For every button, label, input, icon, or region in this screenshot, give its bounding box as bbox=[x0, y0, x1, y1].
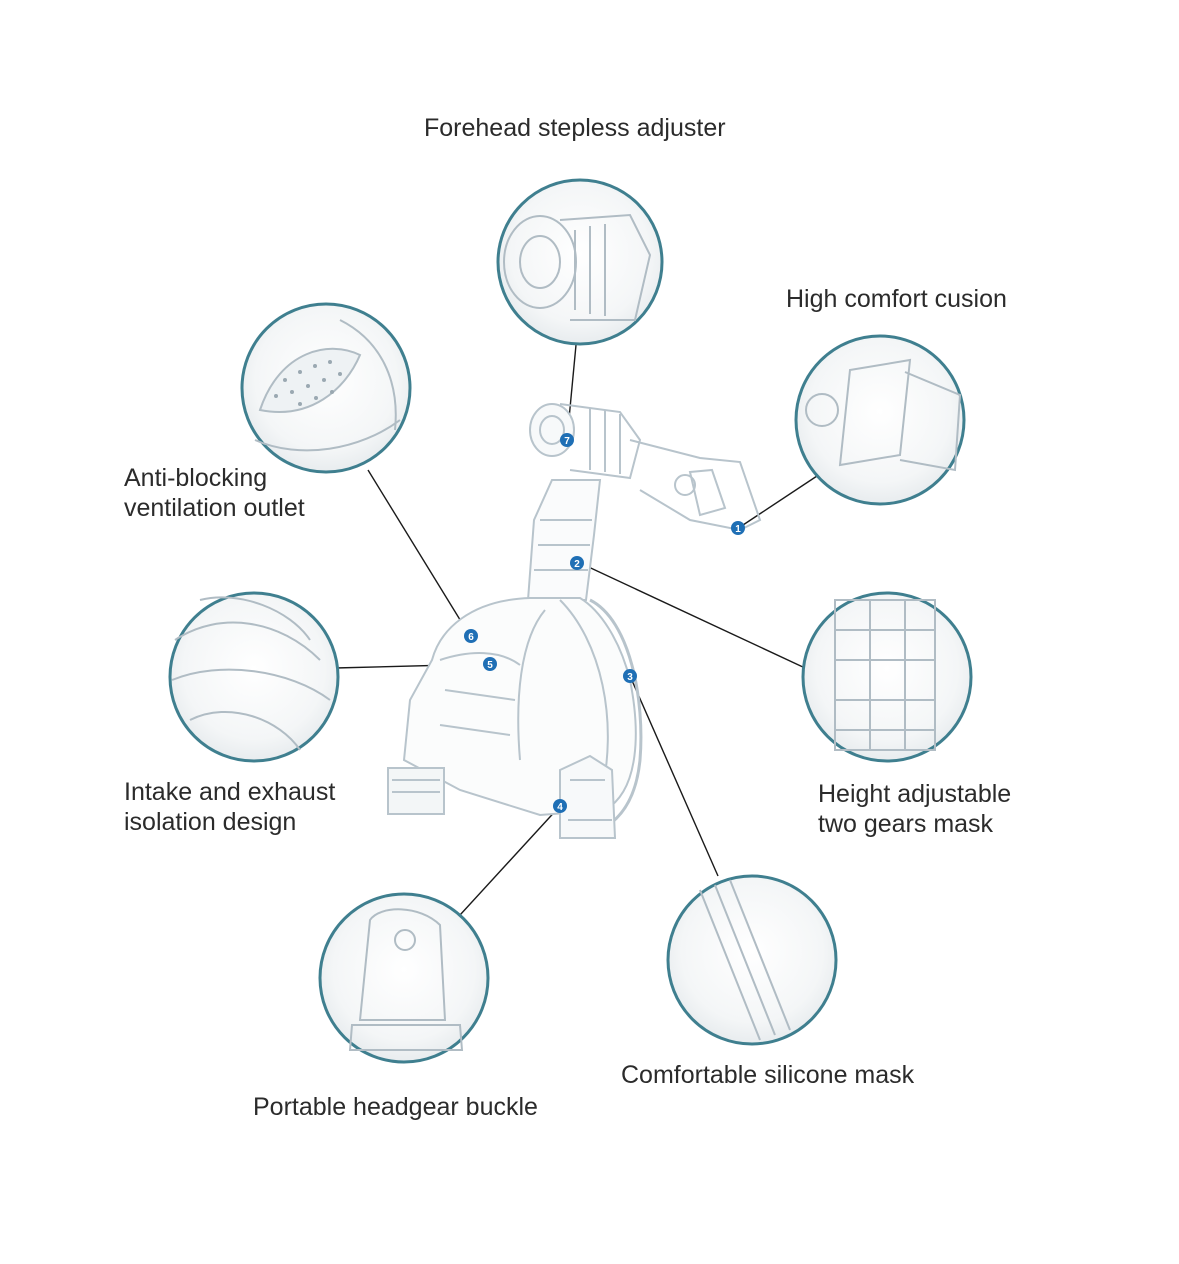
marker-4: 4 bbox=[553, 799, 567, 813]
svg-text:5: 5 bbox=[487, 660, 493, 671]
svg-text:7: 7 bbox=[564, 436, 570, 447]
detail-silicone bbox=[666, 874, 838, 1046]
mask-cushion bbox=[589, 598, 643, 832]
callout-line-anti-blocking bbox=[367, 469, 471, 637]
label-buckle: Portable headgear buckle bbox=[253, 1093, 538, 1121]
callout-line-cushion bbox=[739, 475, 818, 528]
callout-line-buckle bbox=[459, 805, 561, 916]
marker-2: 2 bbox=[570, 556, 584, 570]
label-silicone: Comfortable silicone mask bbox=[621, 1061, 915, 1089]
label-anti-blocking: Anti-blocking ventilation outlet bbox=[124, 464, 305, 522]
detail-anti-blocking bbox=[240, 302, 412, 474]
svg-text:2: 2 bbox=[574, 559, 580, 570]
label-intake: Intake and exhaust isolation design bbox=[124, 778, 336, 836]
svg-text:6: 6 bbox=[468, 632, 474, 643]
label-forehead-adjuster: Forehead stepless adjuster bbox=[424, 114, 726, 142]
label-height-adjust: Height adjustable two gears mask bbox=[818, 780, 1012, 838]
callout-lines bbox=[334, 344, 818, 916]
detail-buckle bbox=[318, 892, 490, 1064]
marker-7: 7 bbox=[560, 433, 574, 447]
marker-6: 6 bbox=[464, 629, 478, 643]
detail-intake bbox=[168, 591, 340, 763]
marker-5: 5 bbox=[483, 657, 497, 671]
marker-3: 3 bbox=[623, 669, 637, 683]
detail-cushion bbox=[794, 334, 966, 506]
mask-product bbox=[387, 403, 762, 839]
part-markers: 7 1 2 6 5 3 4 bbox=[464, 433, 745, 813]
marker-1: 1 bbox=[731, 521, 745, 535]
label-cushion: High comfort cusion bbox=[786, 285, 1007, 313]
svg-text:1: 1 bbox=[735, 524, 741, 535]
detail-forehead-adjuster bbox=[496, 178, 664, 346]
mask-buckle bbox=[559, 754, 617, 839]
forehead-adjuster bbox=[529, 403, 575, 457]
forehead-arm bbox=[629, 439, 762, 532]
svg-text:3: 3 bbox=[627, 672, 633, 683]
callout-line-height bbox=[579, 562, 806, 669]
svg-text:4: 4 bbox=[557, 802, 563, 813]
mask-stem bbox=[526, 479, 602, 601]
callout-line-silicone bbox=[629, 675, 719, 877]
detail-height-adjust bbox=[801, 591, 973, 763]
